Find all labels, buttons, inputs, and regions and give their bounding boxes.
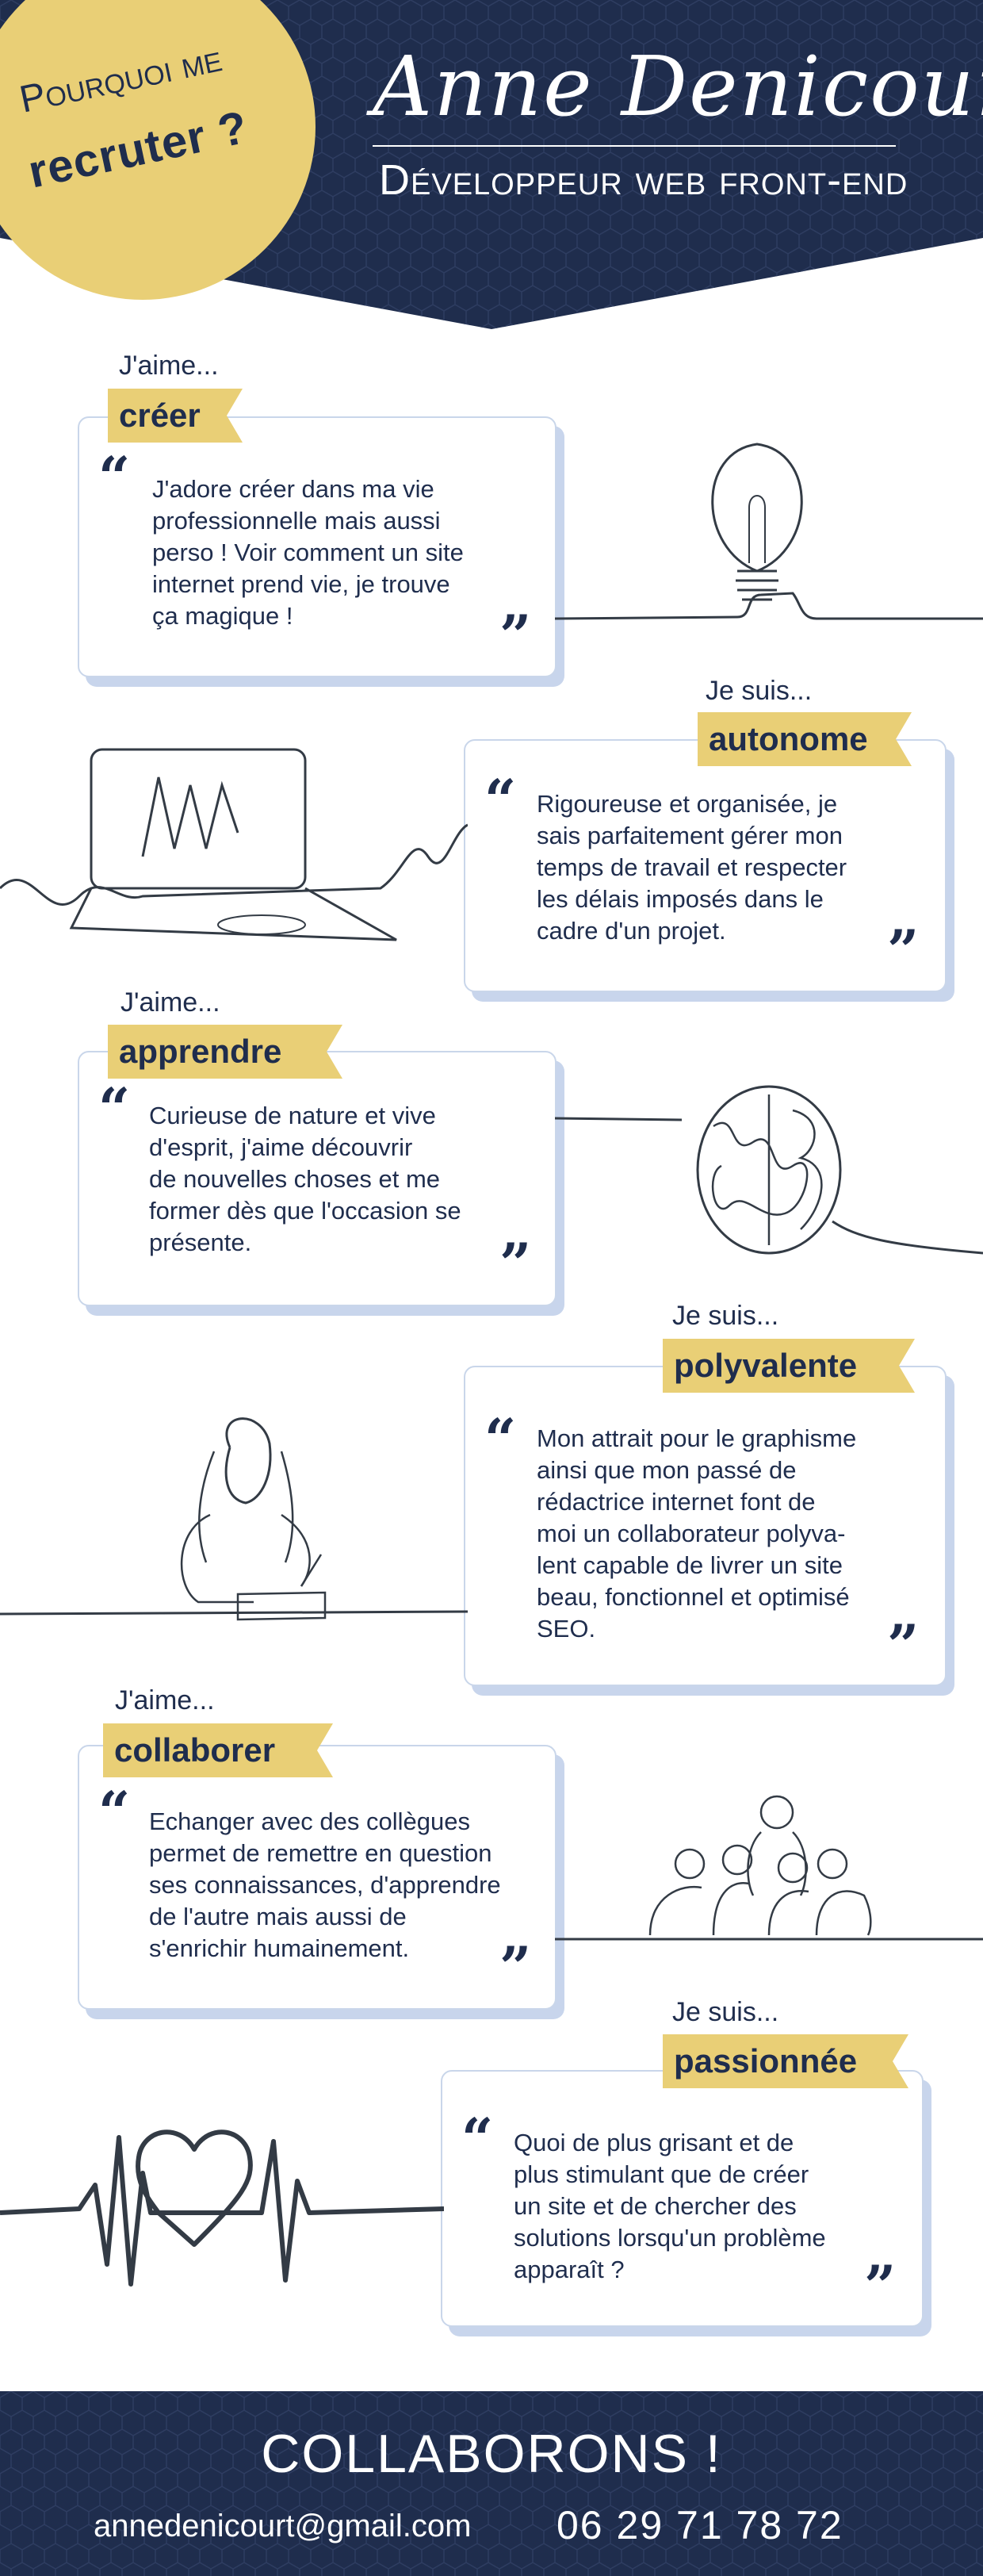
card-text: Mon attrait pour le graphisme ainsi que … bbox=[537, 1424, 857, 1643]
quote-card: “ Curieuse de nature et vive d'esprit, j… bbox=[78, 1051, 557, 1306]
title-divider bbox=[373, 145, 896, 147]
quote-card: “ Echanger avec des collègues permet de … bbox=[78, 1745, 557, 2010]
quote-card: “ J'adore créer dans ma vie professionne… bbox=[78, 416, 557, 677]
tag-label: apprendre bbox=[108, 1025, 354, 1079]
team-icon bbox=[555, 1795, 983, 1941]
tag-label: passionnée bbox=[663, 2034, 920, 2088]
quote-card: “ Rigoureuse et organisée, je sais parfa… bbox=[464, 739, 947, 992]
open-quote-icon: “ bbox=[98, 1779, 131, 1845]
phone-number[interactable]: 06 29 71 78 72 bbox=[557, 2503, 843, 2547]
name-title: Anne Denicourt bbox=[373, 38, 983, 135]
header-banner: Pourquoi me recruter ? Anne Denicourt Dé… bbox=[0, 0, 983, 333]
tag-label: autonome bbox=[698, 712, 923, 766]
email-link[interactable]: annedenicourt@gmail.com bbox=[94, 2509, 472, 2543]
tag-text: autonome bbox=[709, 720, 868, 757]
tag-text: apprendre bbox=[119, 1033, 282, 1070]
section-lead: Je suis... bbox=[672, 1301, 779, 1331]
footer-background bbox=[0, 2391, 983, 2576]
job-subtitle: Développeur web front-end bbox=[379, 156, 908, 204]
quote-card: “ Mon attrait pour le graphisme ainsi qu… bbox=[464, 1366, 947, 1686]
close-quote-icon: ” bbox=[887, 1612, 920, 1678]
tag-text: polyvalente bbox=[674, 1347, 858, 1384]
footer-banner: COLLABORONS ! annedenicourt@gmail.com 06… bbox=[0, 2391, 983, 2576]
card-text: Echanger avec des collègues permet de re… bbox=[149, 1807, 501, 1962]
open-quote-icon: “ bbox=[461, 2106, 494, 2172]
close-quote-icon: ” bbox=[499, 603, 532, 669]
yellow-circle-badge bbox=[0, 0, 316, 300]
card-text: Curieuse de nature et vive d'esprit, j'a… bbox=[149, 1102, 461, 1256]
section-lead: Je suis... bbox=[706, 676, 813, 706]
close-quote-icon: ” bbox=[864, 2253, 897, 2319]
section-lead: J'aime... bbox=[115, 1685, 215, 1715]
heartbeat-icon bbox=[0, 2129, 444, 2287]
woman-writing-icon bbox=[0, 1417, 468, 1621]
close-quote-icon: ” bbox=[887, 918, 920, 983]
section-lead: J'aime... bbox=[119, 351, 219, 381]
brain-icon bbox=[555, 1085, 983, 1255]
tag-label: polyvalente bbox=[663, 1339, 926, 1393]
quote-card: “ Quoi de plus grisant et de plus stimul… bbox=[441, 2070, 924, 2327]
laptop-icon bbox=[0, 748, 468, 941]
tag-label: créer bbox=[108, 389, 254, 443]
header-background bbox=[0, 0, 983, 329]
lightbulb-icon bbox=[555, 443, 983, 620]
tag-label: collaborer bbox=[103, 1723, 344, 1777]
card-text: Quoi de plus grisant et de plus stimulan… bbox=[514, 2129, 826, 2283]
open-quote-icon: “ bbox=[484, 1406, 517, 1472]
open-quote-icon: “ bbox=[98, 1075, 131, 1141]
close-quote-icon: ” bbox=[499, 1934, 532, 2000]
section-lead: J'aime... bbox=[120, 987, 220, 1018]
section-lead: Je suis... bbox=[672, 1997, 779, 2027]
tag-text: créer bbox=[119, 397, 201, 434]
tag-text: passionnée bbox=[674, 2042, 858, 2080]
card-text: J'adore créer dans ma vie professionnell… bbox=[152, 475, 464, 630]
cta-heading: COLLABORONS ! bbox=[261, 2424, 722, 2484]
open-quote-icon: “ bbox=[484, 767, 517, 833]
card-text: Rigoureuse et organisée, je sais parfait… bbox=[537, 790, 847, 945]
tag-text: collaborer bbox=[114, 1731, 276, 1769]
close-quote-icon: ” bbox=[499, 1231, 532, 1297]
open-quote-icon: “ bbox=[98, 444, 131, 510]
